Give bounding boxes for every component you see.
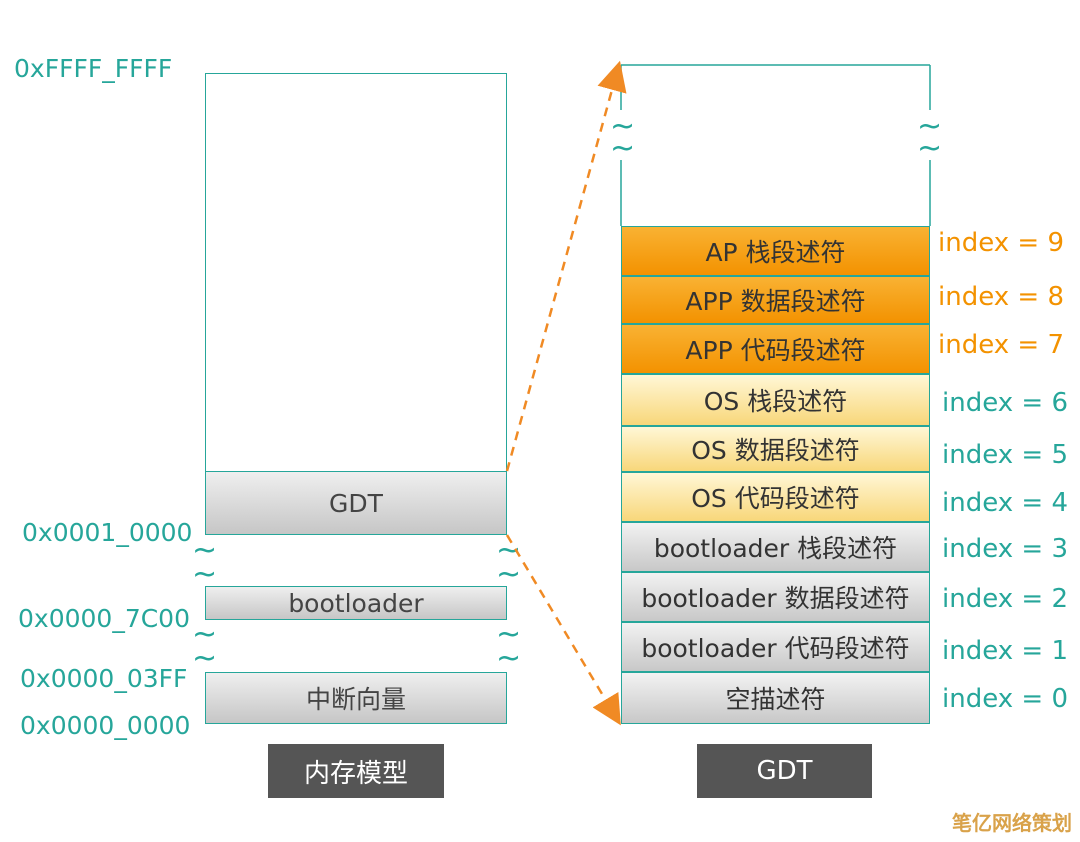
- index-label-7: index = 7: [938, 330, 1064, 360]
- gdt-row-6: OS 栈段述符: [621, 374, 930, 426]
- address-gdt-base: 0x0001_0000: [22, 518, 193, 547]
- upper-pointer-arrow: [505, 60, 627, 472]
- break-tilde: ~: [496, 617, 522, 652]
- gdt-row-label: APP 代码段述符: [685, 336, 866, 365]
- break-tilde: ~: [610, 131, 636, 166]
- index-label-6: index = 6: [942, 388, 1068, 418]
- index-label-4: index = 4: [942, 488, 1068, 518]
- gdt-row-label: OS 栈段述符: [703, 387, 848, 416]
- gdt-row-4: OS 代码段述符: [621, 472, 930, 522]
- gdt-row-8: APP 数据段述符: [621, 276, 930, 324]
- index-label-1: index = 1: [942, 636, 1068, 666]
- index-label-8: index = 8: [938, 282, 1064, 312]
- gdt-row-label: 空描述符: [725, 685, 826, 714]
- gdt-row-label: bootloader 栈段述符: [653, 534, 898, 563]
- index-label-2: index = 2: [942, 584, 1068, 614]
- gdt-row-label: APP 数据段述符: [685, 287, 866, 316]
- break-tilde: ~: [610, 109, 636, 144]
- address-top: 0xFFFF_FFFF: [14, 54, 173, 83]
- lower-pointer-arrow: [505, 534, 621, 726]
- memory-model-caption: 内存模型: [268, 744, 444, 798]
- break-tilde: ~: [192, 557, 218, 592]
- index-label-9: index = 9: [938, 228, 1064, 258]
- gdt-row-label: AP 栈段述符: [705, 238, 846, 267]
- break-tilde: ~: [496, 557, 522, 592]
- memory-gdt-label: GDT: [329, 488, 383, 518]
- memory-ivt-region: 中断向量: [205, 672, 507, 724]
- gdt-row-label: bootloader 数据段述符: [641, 584, 910, 613]
- index-label-3: index = 3: [942, 534, 1068, 564]
- gdt-row-1: bootloader 代码段述符: [621, 622, 930, 672]
- gdt-row-label: bootloader 代码段述符: [641, 634, 910, 663]
- watermark: 笔亿网络策划: [952, 811, 1072, 835]
- gdt-row-5: OS 数据段述符: [621, 426, 930, 472]
- index-label-5: index = 5: [942, 440, 1068, 470]
- break-tilde: ~: [917, 109, 943, 144]
- gdt-caption: GDT: [697, 744, 872, 798]
- gdt-row-label: OS 代码段述符: [691, 484, 860, 513]
- gdt-row-3: bootloader 栈段述符: [621, 522, 930, 572]
- gdt-row-0: 空描述符: [621, 672, 930, 724]
- memory-ivt-label: 中断向量: [305, 685, 406, 714]
- memory-bootloader-region: bootloader: [205, 586, 507, 620]
- memory-bootloader-label: bootloader: [288, 588, 424, 618]
- break-tilde: ~: [917, 131, 943, 166]
- break-tilde: ~: [496, 641, 522, 676]
- gdt-row-2: bootloader 数据段述符: [621, 572, 930, 622]
- index-label-0: index = 0: [942, 684, 1068, 714]
- address-ivt-end: 0x0000_03FF: [20, 664, 188, 693]
- break-tilde: ~: [192, 533, 218, 568]
- gdt-row-label: OS 数据段述符: [691, 436, 860, 465]
- memory-gdt-region: GDT: [205, 471, 507, 535]
- break-tilde: ~: [192, 617, 218, 652]
- gdt-row-7: APP 代码段述符: [621, 324, 930, 374]
- address-bottom: 0x0000_0000: [20, 711, 191, 740]
- address-bootloader: 0x0000_7C00: [18, 604, 190, 633]
- break-tilde: ~: [192, 641, 218, 676]
- gdt-row-9: AP 栈段述符: [621, 226, 930, 276]
